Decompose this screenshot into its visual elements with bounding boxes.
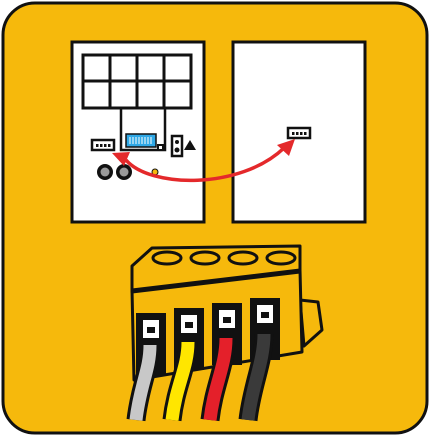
warning-icon	[184, 140, 196, 150]
arrow-head-left	[112, 152, 130, 166]
arrow-head-right	[277, 139, 295, 156]
left-port	[90, 138, 116, 152]
yellow-wire	[162, 341, 198, 422]
knob-right	[116, 164, 132, 180]
grey-wire	[126, 344, 160, 422]
connection-arrow	[112, 139, 295, 183]
right-device	[231, 40, 367, 224]
right-device-panel	[231, 40, 367, 224]
square-button	[157, 144, 164, 151]
knob-left	[97, 164, 113, 180]
left-device	[70, 40, 206, 224]
wires	[126, 333, 274, 422]
switch	[170, 134, 184, 158]
right-port	[286, 126, 312, 140]
black-wire	[238, 333, 274, 422]
red-wire	[200, 337, 236, 422]
blue-display-segments	[129, 137, 152, 144]
lower-display-frame	[119, 106, 167, 152]
